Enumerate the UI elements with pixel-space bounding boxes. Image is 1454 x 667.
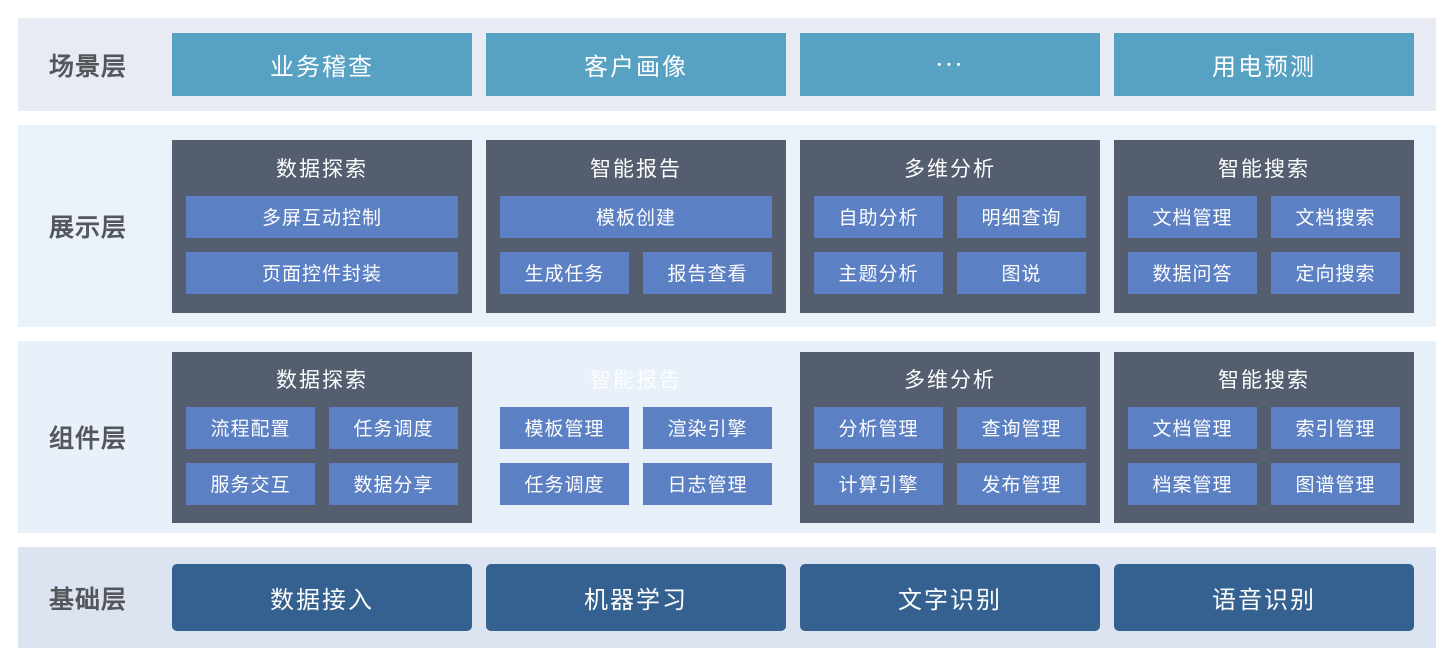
module-item: 自助分析: [814, 195, 943, 238]
module-item: 数据分享: [329, 462, 458, 505]
group-title: 智能搜索: [1218, 368, 1310, 392]
group-title: 智能报告: [590, 368, 682, 392]
module-item: 主题分析: [814, 251, 943, 294]
module-item: 多屏互动控制: [186, 195, 458, 238]
scenario-box-ellipsis: ···: [800, 33, 1100, 96]
group-card-multidim-analysis: 多维分析 自助分析 明细查询 主题分析 图说: [800, 139, 1100, 313]
group-card-smart-search: 智能搜索 文档管理 文档搜索 数据问答 定向搜索: [1114, 139, 1414, 313]
module-item: 图谱管理: [1271, 462, 1400, 505]
module-item: 渲染引擎: [643, 406, 772, 449]
group-card-multidim-analysis: 多维分析 分析管理 查询管理 计算引擎 发布管理: [800, 351, 1100, 523]
foundation-box-ocr: 文字识别: [800, 564, 1100, 631]
module-item: 查询管理: [957, 406, 1086, 449]
group-card-smart-report: 智能报告 模板创建 生成任务 报告查看: [486, 139, 786, 313]
group-card-data-explore: 数据探索 多屏互动控制 页面控件封装: [172, 139, 472, 313]
foundation-box-data-access: 数据接入: [172, 564, 472, 631]
layer-label-display: 展示层: [48, 213, 127, 242]
layer-band-foundation: 基础层 数据接入 机器学习 文字识别 语音识别: [18, 547, 1436, 648]
module-item: 计算引擎: [814, 462, 943, 505]
module-item: 发布管理: [957, 462, 1086, 505]
module-item: 页面控件封装: [186, 251, 458, 294]
foundation-box-speech: 语音识别: [1114, 564, 1414, 631]
group-title: 多维分析: [904, 368, 996, 392]
module-item: 流程配置: [186, 406, 315, 449]
layer-label-component: 组件层: [48, 424, 127, 453]
module-item: 文档管理: [1128, 195, 1257, 238]
scenario-box-customer-profile: 客户画像: [486, 33, 786, 96]
module-item: 定向搜索: [1271, 251, 1400, 294]
foundation-box-machine-learning: 机器学习: [486, 564, 786, 631]
group-title: 多维分析: [904, 156, 996, 181]
group-card-smart-report-ghost: 智能报告 模板管理 渲染引擎 任务调度 日志管理: [486, 352, 786, 523]
module-item: 模板管理: [500, 406, 629, 449]
module-item: 服务交互: [186, 462, 315, 505]
scenario-box-business-audit: 业务稽查: [172, 33, 472, 96]
group-title: 数据探索: [276, 368, 368, 392]
module-item: 报告查看: [643, 251, 772, 294]
module-item: 文档管理: [1128, 406, 1257, 449]
module-item: 明细查询: [957, 195, 1086, 238]
group-title: 智能报告: [590, 156, 682, 181]
layer-band-display: 展示层 数据探索 多屏互动控制 页面控件封装 智能报告 模板创建 生成任务 报告…: [18, 125, 1436, 327]
group-title: 智能搜索: [1218, 156, 1310, 181]
group-card-smart-search: 智能搜索 文档管理 索引管理 档案管理 图谱管理: [1114, 351, 1414, 523]
module-item: 任务调度: [329, 406, 458, 449]
scenario-box-power-forecast: 用电预测: [1114, 33, 1414, 96]
module-item: 任务调度: [500, 462, 629, 505]
module-item: 图说: [957, 251, 1086, 294]
layer-label-scenario: 场景层: [48, 51, 127, 81]
group-card-data-explore: 数据探索 流程配置 任务调度 服务交互 数据分享: [172, 351, 472, 523]
module-item: 分析管理: [814, 406, 943, 449]
module-item: 档案管理: [1128, 462, 1257, 505]
layer-band-scenario: 场景层 业务稽查 客户画像 ··· 用电预测: [18, 18, 1436, 111]
module-item: 生成任务: [500, 251, 629, 294]
module-item: 日志管理: [643, 462, 772, 505]
layer-label-foundation: 基础层: [48, 584, 127, 614]
module-item: 索引管理: [1271, 406, 1400, 449]
layer-band-component: 组件层 数据探索 流程配置 任务调度 服务交互 数据分享 智能报告 模板管理 渲…: [18, 341, 1436, 533]
module-item: 模板创建: [500, 195, 772, 238]
module-item: 文档搜索: [1271, 195, 1400, 238]
group-title: 数据探索: [276, 156, 368, 181]
module-item: 数据问答: [1128, 251, 1257, 294]
